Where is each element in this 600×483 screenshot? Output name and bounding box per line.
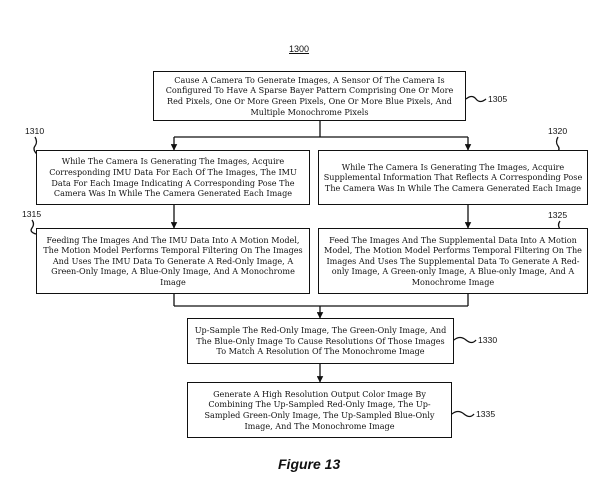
step-text-1320: While The Camera Is Generating The Image…: [323, 161, 583, 193]
ref-label-1315: 1315: [22, 209, 42, 219]
ref-label-1310: 1310: [25, 126, 45, 136]
figure-number: 1300: [289, 44, 310, 54]
leader-1305: [465, 95, 487, 103]
figure-caption: Figure 13: [278, 456, 341, 472]
ref-label-1335: 1335: [476, 409, 496, 419]
step-text-1310: While The Camera Is Generating The Image…: [49, 156, 297, 199]
step-box-1330: Up-Sample The Red-Only Image, The Green-…: [187, 318, 454, 364]
step-text-1330: Up-Sample The Red-Only Image, The Green-…: [194, 325, 447, 357]
step-box-1325: Feed The Images And The Supplemental Dat…: [318, 228, 588, 294]
ref-label-1305: 1305: [488, 94, 508, 104]
ref-label-1325: 1325: [548, 210, 568, 220]
step-box-1305: Cause A Camera To Generate Images, A Sen…: [153, 71, 466, 121]
leader-1315: [30, 219, 37, 235]
ref-label-1330: 1330: [478, 335, 498, 345]
step-box-1335: Generate A High Resolution Output Color …: [187, 382, 452, 438]
ref-label-1320: 1320: [548, 126, 568, 136]
step-text-1305: Cause A Camera To Generate Images, A Sen…: [165, 74, 454, 117]
step-box-1315: Feeding The Images And The IMU Data Into…: [36, 228, 310, 294]
step-text-1335: Generate A High Resolution Output Color …: [204, 388, 435, 431]
step-box-1310: While The Camera Is Generating The Image…: [36, 150, 310, 205]
step-box-1320: While The Camera Is Generating The Image…: [318, 150, 588, 205]
step-text-1315: Feeding The Images And The IMU Data Into…: [43, 234, 303, 287]
leader-1335: [451, 410, 475, 418]
leader-1330: [453, 336, 477, 344]
step-text-1325: Feed The Images And The Supplemental Dat…: [324, 234, 582, 287]
